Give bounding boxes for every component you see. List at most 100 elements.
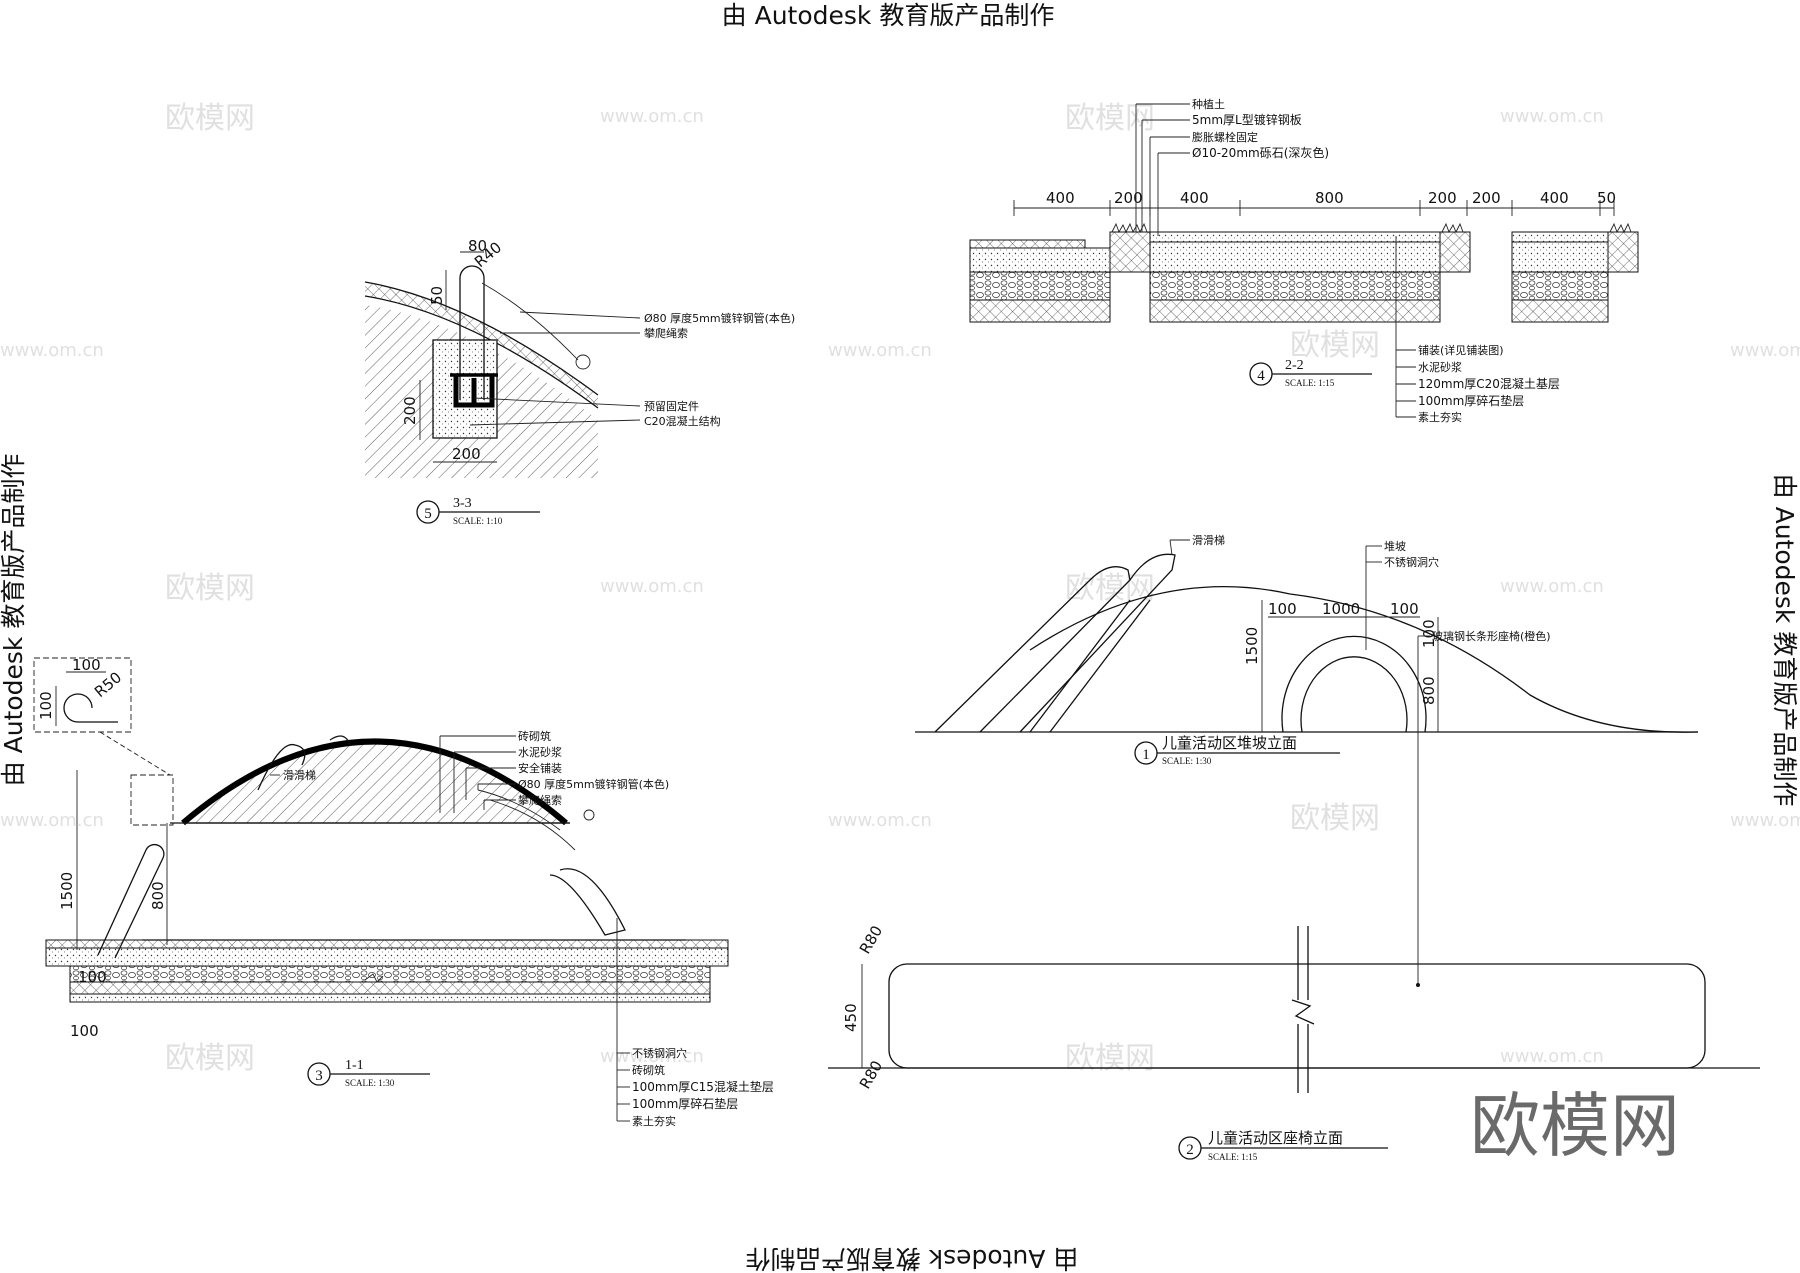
svg-text:50: 50 [1597, 189, 1616, 207]
svg-text:1-1: 1-1 [345, 1058, 364, 1073]
svg-text:50: 50 [428, 286, 446, 305]
svg-text:儿童活动区堆坡立面: 儿童活动区堆坡立面 [1162, 734, 1297, 752]
svg-text:1000: 1000 [1322, 600, 1360, 618]
svg-text:3: 3 [315, 1068, 323, 1084]
svg-text:www.om.cn: www.om.cn [1500, 576, 1604, 597]
svg-text:安全铺装: 安全铺装 [518, 761, 562, 775]
svg-text:SCALE: 1:15: SCALE: 1:15 [1285, 378, 1335, 388]
svg-text:由 Autodesk 教育版产品制作: 由 Autodesk 教育版产品制作 [722, 1, 1055, 30]
svg-text:由 Autodesk 教育版产品制作: 由 Autodesk 教育版产品制作 [0, 454, 28, 787]
svg-text:www.om.cn: www.om.cn [0, 340, 104, 361]
svg-text:R80: R80 [856, 922, 886, 957]
svg-text:1500: 1500 [58, 872, 76, 910]
detail-4-section: 400 200 400 800 200 200 400 50 种植土 5mm厚L… [969, 97, 1639, 424]
svg-text:www.om.cn: www.om.cn [1500, 1046, 1604, 1067]
svg-text:80: 80 [468, 237, 487, 255]
note-rope: 攀爬绳索 [644, 326, 688, 340]
svg-text:100: 100 [1420, 619, 1438, 648]
svg-text:100: 100 [78, 968, 107, 986]
svg-text:1500: 1500 [1243, 627, 1261, 665]
svg-text:R80: R80 [856, 1057, 886, 1092]
svg-text:欧模网: 欧模网 [165, 571, 255, 606]
svg-text:800: 800 [149, 881, 167, 910]
svg-text:5mm厚L型镀锌钢板: 5mm厚L型镀锌钢板 [1192, 113, 1302, 127]
edu-stamp-bottom: 由 Autodesk 教育版产品制作 [746, 1244, 1079, 1273]
svg-text:100: 100 [37, 691, 55, 720]
watermark-logo-large: 欧模网 [1470, 1085, 1680, 1167]
svg-text:欧模网: 欧模网 [1470, 1085, 1680, 1167]
svg-text:由 Autodesk 教育版产品制作: 由 Autodesk 教育版产品制作 [746, 1244, 1079, 1273]
svg-text:水泥砂浆: 水泥砂浆 [1418, 360, 1462, 374]
svg-text:欧模网: 欧模网 [165, 1041, 255, 1076]
svg-text:www.om.cn: www.om.cn [600, 576, 704, 597]
svg-text:100: 100 [70, 1022, 99, 1040]
svg-text:攀爬绳索: 攀爬绳索 [518, 793, 562, 807]
svg-text:砖砌筑: 砖砌筑 [518, 729, 551, 743]
note-pipe: Ø80 厚度5mm镀锌钢管(本色) [644, 311, 795, 325]
svg-text:滑滑梯: 滑滑梯 [283, 769, 316, 782]
svg-text:100: 100 [1390, 600, 1419, 618]
svg-text:www.om.cn: www.om.cn [828, 810, 932, 831]
svg-text:欧模网: 欧模网 [1290, 328, 1380, 363]
svg-text:SCALE: 1:30: SCALE: 1:30 [1162, 756, 1212, 766]
svg-text:欧模网: 欧模网 [1065, 1041, 1155, 1076]
svg-text:素土夯实: 素土夯实 [1418, 410, 1462, 424]
svg-text:Ø80 厚度5mm镀锌钢管(本色): Ø80 厚度5mm镀锌钢管(本色) [518, 777, 669, 791]
svg-text:100mm厚碎石垫层: 100mm厚碎石垫层 [1418, 393, 1524, 408]
svg-text:滑滑梯: 滑滑梯 [1192, 534, 1225, 547]
svg-text:www.om.cn: www.om.cn [1730, 810, 1800, 831]
svg-text:膨胀螺栓固定: 膨胀螺栓固定 [1192, 130, 1258, 144]
svg-text:Ø10-20mm砾石(深灰色): Ø10-20mm砾石(深灰色) [1192, 146, 1329, 160]
svg-text:砖砌筑: 砖砌筑 [632, 1063, 665, 1077]
svg-text:200: 200 [452, 445, 481, 463]
svg-text:100mm厚C15混凝土垫层: 100mm厚C15混凝土垫层 [632, 1079, 774, 1094]
detail-2-elevation: 玻璃钢长条形座椅(橙色) R80 450 R80 2 儿童活动区座椅立面 SCA… [828, 629, 1760, 1162]
edu-stamp-top: 由 Autodesk 教育版产品制作 [722, 1, 1055, 30]
detail-5-section: 80 R40 50 200 200 Ø80 厚度5mm镀锌钢管(本色) 攀爬绳索… [364, 237, 795, 526]
svg-text:素土夯实: 素土夯实 [632, 1114, 676, 1128]
svg-text:100mm厚碎石垫层: 100mm厚碎石垫层 [632, 1096, 738, 1111]
svg-text:www.om.cn: www.om.cn [0, 810, 104, 831]
svg-text:400: 400 [1046, 189, 1075, 207]
watermarks: 欧模网 www.om.cn 欧模网 www.om.cn www.om.cn ww… [0, 101, 1800, 1076]
svg-text:铺装(详见铺装图): 铺装(详见铺装图) [1418, 343, 1504, 357]
svg-text:不锈钢洞穴: 不锈钢洞穴 [1384, 555, 1439, 569]
svg-text:400: 400 [1540, 189, 1569, 207]
svg-text:不锈钢洞穴: 不锈钢洞穴 [632, 1046, 687, 1060]
svg-text:100: 100 [72, 656, 101, 674]
svg-text:www.om.cn: www.om.cn [1500, 106, 1604, 127]
svg-text:450: 450 [842, 1003, 860, 1032]
svg-text:2: 2 [1186, 1142, 1194, 1158]
svg-text:由 Autodesk 教育版产品制作: 由 Autodesk 教育版产品制作 [1770, 474, 1799, 807]
svg-text:儿童活动区座椅立面: 儿童活动区座椅立面 [1208, 1129, 1343, 1147]
svg-text:SCALE: 1:15: SCALE: 1:15 [1208, 1152, 1258, 1162]
svg-text:SCALE: 1:30: SCALE: 1:30 [345, 1078, 395, 1088]
edu-stamp-left: 由 Autodesk 教育版产品制作 [0, 454, 28, 787]
svg-text:4: 4 [1257, 368, 1265, 384]
svg-text:200: 200 [1472, 189, 1501, 207]
svg-text:玻璃钢长条形座椅(橙色): 玻璃钢长条形座椅(橙色) [1432, 629, 1551, 643]
svg-text:400: 400 [1180, 189, 1209, 207]
edu-stamp-right: 由 Autodesk 教育版产品制作 [1770, 474, 1799, 807]
svg-text:堆坡: 堆坡 [1384, 540, 1406, 553]
svg-text:200: 200 [1428, 189, 1457, 207]
svg-text:2-2: 2-2 [1285, 358, 1304, 373]
svg-text:欧模网: 欧模网 [165, 101, 255, 136]
svg-text:200: 200 [1114, 189, 1143, 207]
svg-text:3-3: 3-3 [453, 496, 472, 511]
svg-text:www.om.cn: www.om.cn [600, 1046, 704, 1067]
svg-text:欧模网: 欧模网 [1290, 801, 1380, 836]
svg-text:www.om.cn: www.om.cn [828, 340, 932, 361]
svg-text:800: 800 [1315, 189, 1344, 207]
svg-text:水泥砂浆: 水泥砂浆 [518, 745, 562, 759]
svg-text:100: 100 [1268, 600, 1297, 618]
note-fixing: 预留固定件 [644, 399, 699, 413]
svg-text:www.om.cn: www.om.cn [1730, 340, 1800, 361]
svg-text:欧模网: 欧模网 [1065, 101, 1155, 136]
svg-text:5: 5 [424, 506, 432, 522]
svg-text:种植土: 种植土 [1192, 97, 1225, 111]
svg-text:800: 800 [1420, 676, 1438, 705]
note-concrete: C20混凝土结构 [644, 414, 721, 428]
svg-text:120mm厚C20混凝土基层: 120mm厚C20混凝土基层 [1418, 376, 1560, 391]
